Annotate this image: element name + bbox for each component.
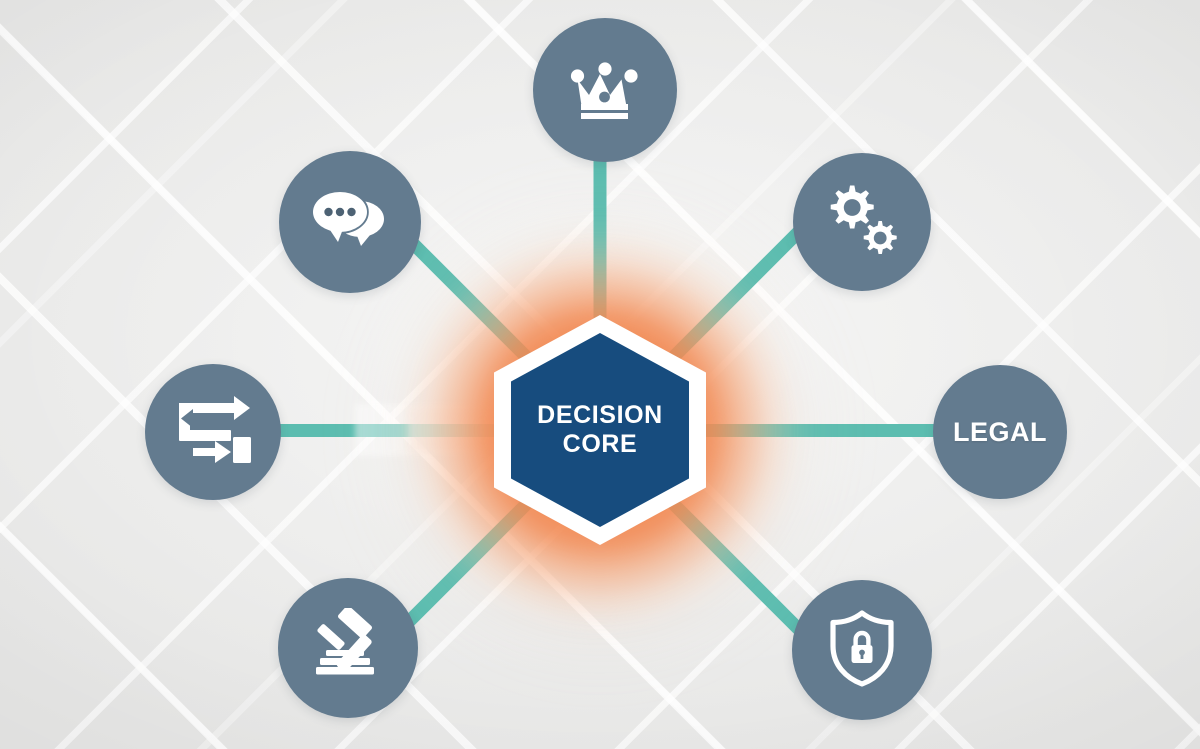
chat-bubbles-icon — [310, 187, 390, 258]
node-legal-label: LEGAL — [953, 416, 1047, 447]
node-shield-lock[interactable] — [792, 580, 932, 720]
node-exchange[interactable] — [145, 364, 281, 500]
decision-core-node[interactable]: DECISION CORE — [494, 315, 706, 545]
node-gavel[interactable] — [278, 578, 418, 718]
core-label-line1: DECISION — [537, 401, 663, 429]
shield-lock-icon — [826, 609, 898, 692]
gears-icon — [823, 183, 901, 262]
node-crown[interactable] — [533, 18, 677, 162]
exchange-arrows-icon — [173, 393, 253, 472]
hexagon-body: DECISION CORE — [511, 333, 689, 527]
node-legal[interactable]: LEGAL — [933, 365, 1067, 499]
node-chat[interactable] — [279, 151, 421, 293]
node-gears[interactable] — [793, 153, 931, 291]
core-label-line2: CORE — [562, 430, 638, 458]
crown-icon — [569, 57, 641, 124]
gavel-icon — [308, 605, 388, 689]
